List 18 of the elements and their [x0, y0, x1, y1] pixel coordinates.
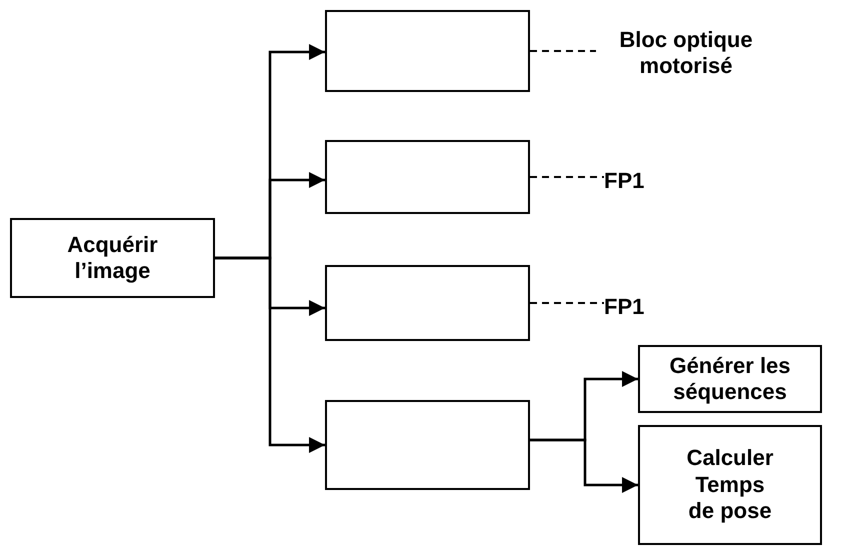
- empty-box: [325, 10, 530, 92]
- box-label: Acquérir l’image: [66, 232, 159, 284]
- process-box: [638, 345, 822, 413]
- connector-line: [530, 302, 604, 304]
- connector-line: [530, 176, 604, 178]
- empty-box: [325, 400, 530, 490]
- connector-line: [530, 50, 596, 52]
- label-text: FP1: [604, 168, 644, 194]
- process-box: [10, 218, 215, 298]
- arrow: [215, 256, 325, 453]
- label-text: Bloc optique motorisé: [618, 26, 754, 80]
- box-label: Calculer Temps de pose: [686, 445, 774, 525]
- arrow: [530, 438, 638, 493]
- empty-box: [325, 265, 530, 341]
- label-text: FP1: [604, 294, 644, 320]
- box-label: Générer les séquences: [668, 352, 792, 406]
- empty-box: [325, 140, 530, 214]
- process-box: [638, 425, 822, 545]
